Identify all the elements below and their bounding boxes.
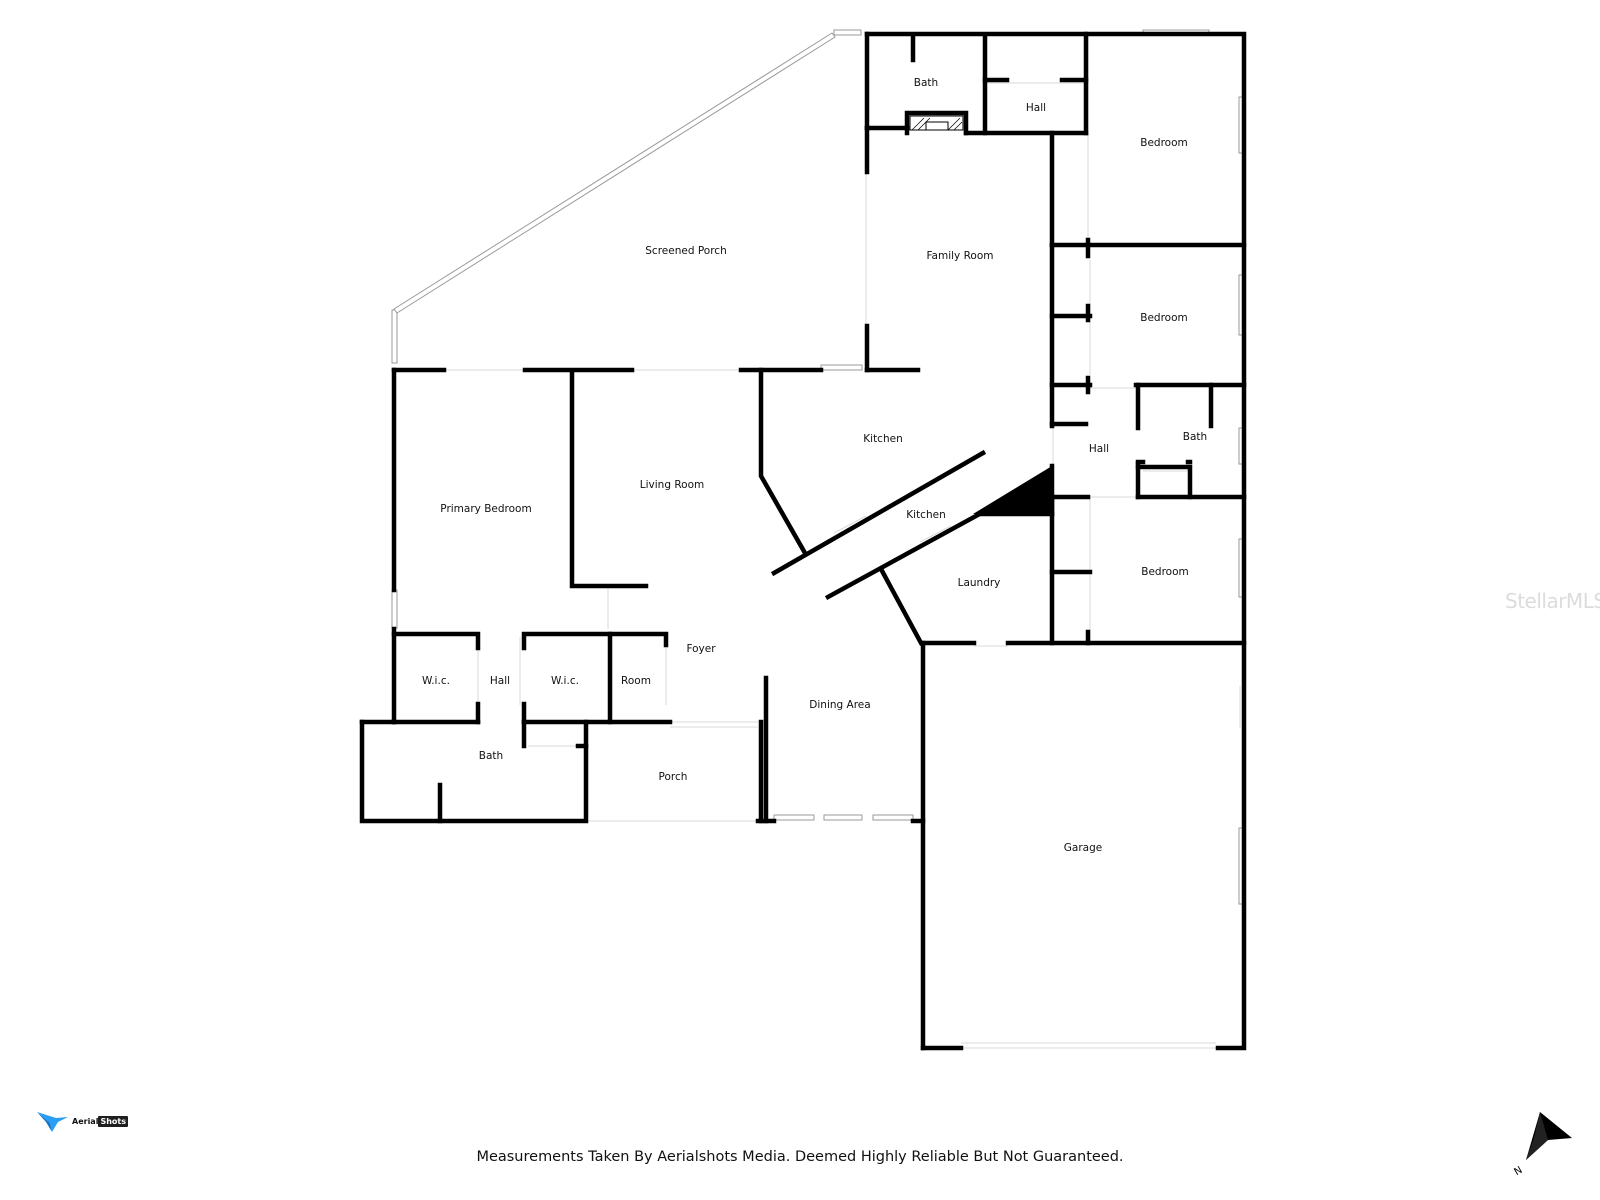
label-garage: Garage: [1064, 842, 1102, 854]
label-kitchen-main: Kitchen: [863, 433, 902, 445]
label-bath-top: Bath: [914, 77, 938, 89]
label-bedroom-top: Bedroom: [1140, 137, 1188, 149]
fireplace-icon: [909, 115, 964, 131]
label-dining-area: Dining Area: [809, 699, 870, 711]
label-foyer: Foyer: [686, 643, 716, 655]
watermark: StellarMLS: [1505, 589, 1600, 613]
north-arrow-icon: N: [1513, 1112, 1572, 1178]
label-kitchen-secondary: Kitchen: [906, 509, 945, 521]
room-labels: Bath Hall Bedroom Screened Porch Family …: [422, 77, 1207, 854]
bird-icon: [37, 1112, 68, 1132]
openings: [444, 36, 1241, 1049]
label-hall-right: Hall: [1089, 443, 1109, 455]
logo-word-a: Aerial: [72, 1116, 99, 1126]
label-bath-right: Bath: [1183, 431, 1207, 443]
windows: [391, 29, 1245, 905]
label-bath-primary: Bath: [479, 750, 503, 762]
label-wic-right: W.i.c.: [551, 675, 579, 687]
disclaimer-text: Measurements Taken By Aerialshots Media.…: [476, 1149, 1124, 1165]
logo-word-b: Shots: [98, 1115, 128, 1127]
compass-label: N: [1513, 1165, 1525, 1178]
walls: [359, 31, 1247, 1051]
label-primary-bedroom: Primary Bedroom: [440, 503, 531, 515]
label-laundry: Laundry: [958, 577, 1001, 589]
label-hall-top: Hall: [1026, 102, 1046, 114]
label-wic-left: W.i.c.: [422, 675, 450, 687]
label-screened-porch: Screened Porch: [645, 245, 726, 257]
label-family-room: Family Room: [926, 250, 993, 262]
label-room-small: Room: [621, 675, 651, 687]
label-porch: Porch: [659, 771, 688, 783]
label-bedroom-mid: Bedroom: [1140, 312, 1188, 324]
label-living-room: Living Room: [640, 479, 704, 491]
label-hall-left: Hall: [490, 675, 510, 687]
label-bedroom-bottom: Bedroom: [1141, 566, 1189, 578]
step-wedge: [973, 466, 1052, 514]
